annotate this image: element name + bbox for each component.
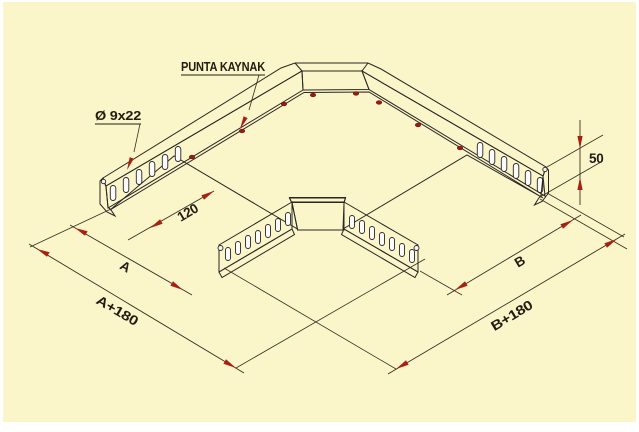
- slot-holes-outer-left: [109, 146, 182, 201]
- callout-hole-size: Ø 9x22: [95, 109, 141, 123]
- arrowhead: [577, 136, 583, 149]
- slot-hole: [409, 249, 415, 263]
- slot-hole: [379, 232, 385, 246]
- slot-hole: [349, 215, 355, 229]
- extension-line-50-bottom: [539, 161, 602, 198]
- dimension-line-120: [127, 190, 215, 241]
- arrowhead: [37, 249, 50, 257]
- weld-dot: [188, 154, 196, 160]
- rail-edge-curl-left: [100, 178, 107, 185]
- extension-line-right-upper: [546, 192, 625, 238]
- slot-holes-outer-right: [476, 142, 544, 193]
- slot-hole: [285, 212, 291, 226]
- callout-spot-weld: PUNTA KAYNAK: [181, 60, 265, 74]
- rail-end-face-left: [99, 177, 117, 218]
- flange-miter-seam-right: [361, 62, 369, 72]
- weld-dot: [309, 92, 317, 98]
- slot-hole: [109, 185, 117, 201]
- slot-hole: [122, 177, 130, 193]
- arrowhead: [170, 281, 183, 290]
- slot-hole: [524, 170, 532, 186]
- spot-weld-dots: [188, 91, 464, 160]
- arrowhead: [201, 191, 214, 200]
- slot-hole: [245, 235, 251, 249]
- dimension-line-b: [446, 214, 582, 296]
- slot-hole: [225, 247, 231, 261]
- inner-rail-web-left: [218, 201, 293, 273]
- slot-hole: [265, 224, 271, 238]
- arrowhead-hole: [127, 157, 134, 170]
- weld-dot: [352, 91, 360, 96]
- arrowhead-spot-weld: [240, 116, 248, 129]
- slot-hole: [174, 146, 182, 162]
- extension-line-50-top: [546, 134, 604, 168]
- weld-dot: [375, 100, 383, 105]
- dimension-line-b180: [387, 233, 626, 375]
- arrowhead: [223, 359, 236, 368]
- extension-line-b180-left: [223, 267, 397, 370]
- inner-corner-channel: [217, 197, 420, 279]
- slot-hole: [255, 230, 261, 244]
- slot-holes-inner-left: [225, 212, 291, 261]
- arrowhead: [75, 228, 88, 236]
- weld-dot: [414, 122, 422, 128]
- inner-corner-top-flange: [288, 197, 347, 203]
- tray-body: [99, 62, 549, 279]
- leader-line-spot-weld: [248, 74, 260, 111]
- slot-hole: [500, 156, 508, 172]
- dimension-arrowheads: [37, 116, 617, 369]
- extension-line-a180-right: [235, 258, 426, 369]
- dimension-line-a180: [28, 243, 245, 374]
- weld-dot: [238, 128, 246, 134]
- slot-hole: [369, 226, 375, 240]
- arrowhead: [560, 220, 573, 229]
- arrowhead: [455, 281, 468, 290]
- slot-hole: [476, 142, 484, 158]
- dimension-lines: [28, 74, 628, 375]
- slot-hole: [389, 237, 395, 251]
- arrowhead: [604, 239, 617, 248]
- arrowhead: [577, 177, 583, 190]
- slot-holes-inner-right: [349, 215, 415, 263]
- dimension-line-a: [69, 224, 193, 296]
- arrowhead: [150, 219, 163, 228]
- rail-edge-curl-inner-right: [413, 245, 420, 251]
- flange-miter-seam-left: [294, 62, 303, 72]
- arrowhead: [396, 360, 409, 369]
- rail-edge-curl-right: [542, 166, 548, 173]
- dim-label-50: 50: [589, 151, 603, 166]
- slot-hole: [399, 243, 405, 257]
- rail-end-face-right: [533, 165, 549, 207]
- slot-hole: [488, 149, 496, 165]
- leader-line-hole: [133, 123, 141, 153]
- weld-dot: [280, 101, 288, 107]
- drawing-background: [3, 2, 636, 422]
- slot-hole: [275, 218, 281, 232]
- slot-hole: [235, 241, 241, 255]
- slot-hole: [135, 169, 143, 185]
- slot-hole: [512, 163, 520, 179]
- slot-hole: [359, 220, 365, 234]
- rail-edge-curl-inner-left: [217, 245, 224, 251]
- weld-dot: [456, 145, 464, 151]
- extension-line-left-long: [29, 208, 112, 248]
- slot-hole: [161, 154, 169, 170]
- extension-line-b-left: [419, 270, 463, 296]
- slot-hole: [148, 161, 156, 177]
